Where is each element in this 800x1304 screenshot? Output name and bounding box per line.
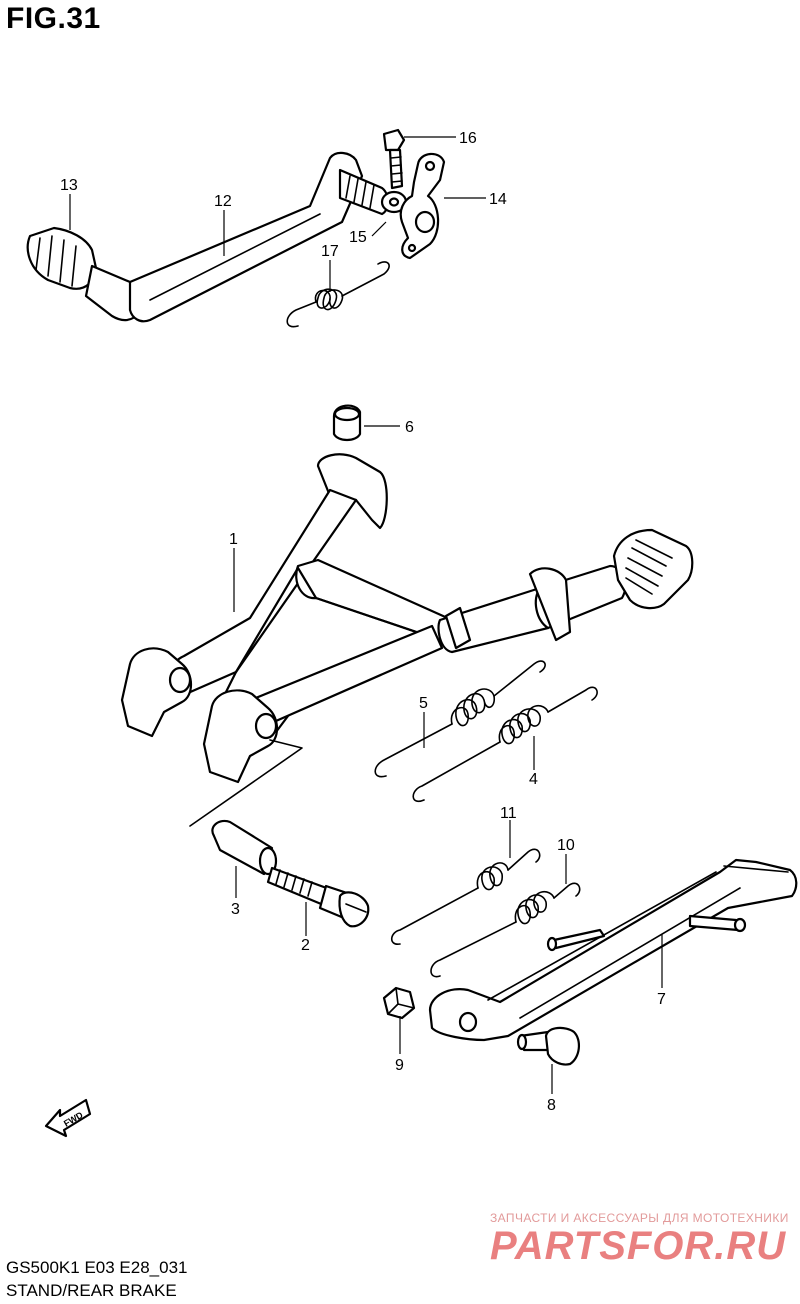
callout-12: 12	[214, 193, 232, 210]
side-stand-spring-11	[390, 848, 541, 945]
brake-pedal-arm	[84, 151, 390, 323]
pedal-lever-bracket	[399, 152, 446, 260]
watermark-tagline: ЗАПЧАСТИ И АКСЕССУАРЫ ДЛЯ МОТОТЕХНИКИ	[490, 1211, 789, 1225]
watermark-logo: PARTSFOR.RU	[490, 1224, 787, 1268]
callout-1: 1	[229, 531, 238, 548]
model-code: GS500K1 E03 E28_031	[6, 1258, 188, 1277]
figure-title: FIG.31	[6, 2, 101, 35]
fwd-arrow-icon	[44, 1098, 92, 1138]
callout-16: 16	[459, 130, 477, 147]
center-stand	[120, 453, 694, 827]
side-stand	[428, 858, 798, 1042]
section-name: STAND/REAR BRAKE	[6, 1281, 177, 1300]
bolt-16	[382, 128, 406, 190]
callout-14: 14	[489, 191, 507, 208]
callout-13: 13	[60, 177, 78, 194]
callout-9: 9	[395, 1057, 404, 1074]
return-spring-17	[286, 261, 390, 328]
callout-15: 15	[349, 229, 367, 246]
callout-5: 5	[419, 695, 428, 712]
stand-spring-5	[374, 660, 546, 778]
callout-17: 17	[321, 243, 339, 260]
pivot-collar	[211, 819, 278, 876]
callout-4: 4	[529, 771, 538, 788]
footrest-rubber	[26, 226, 98, 290]
stopper-rubber	[332, 404, 362, 442]
pivot-bolt	[266, 866, 370, 928]
nut	[382, 986, 416, 1020]
leader-lines	[69, 136, 663, 1094]
callout-2: 2	[301, 937, 310, 954]
callout-6: 6	[405, 419, 414, 436]
callout-11: 11	[500, 805, 517, 822]
callout-8: 8	[547, 1097, 556, 1114]
callout-7: 7	[657, 991, 666, 1008]
side-stand-spring-10	[430, 882, 581, 978]
side-stand-bolt	[516, 1026, 580, 1066]
callout-3: 3	[231, 901, 240, 918]
stand-spring-4	[412, 686, 598, 803]
callout-10: 10	[557, 837, 575, 854]
